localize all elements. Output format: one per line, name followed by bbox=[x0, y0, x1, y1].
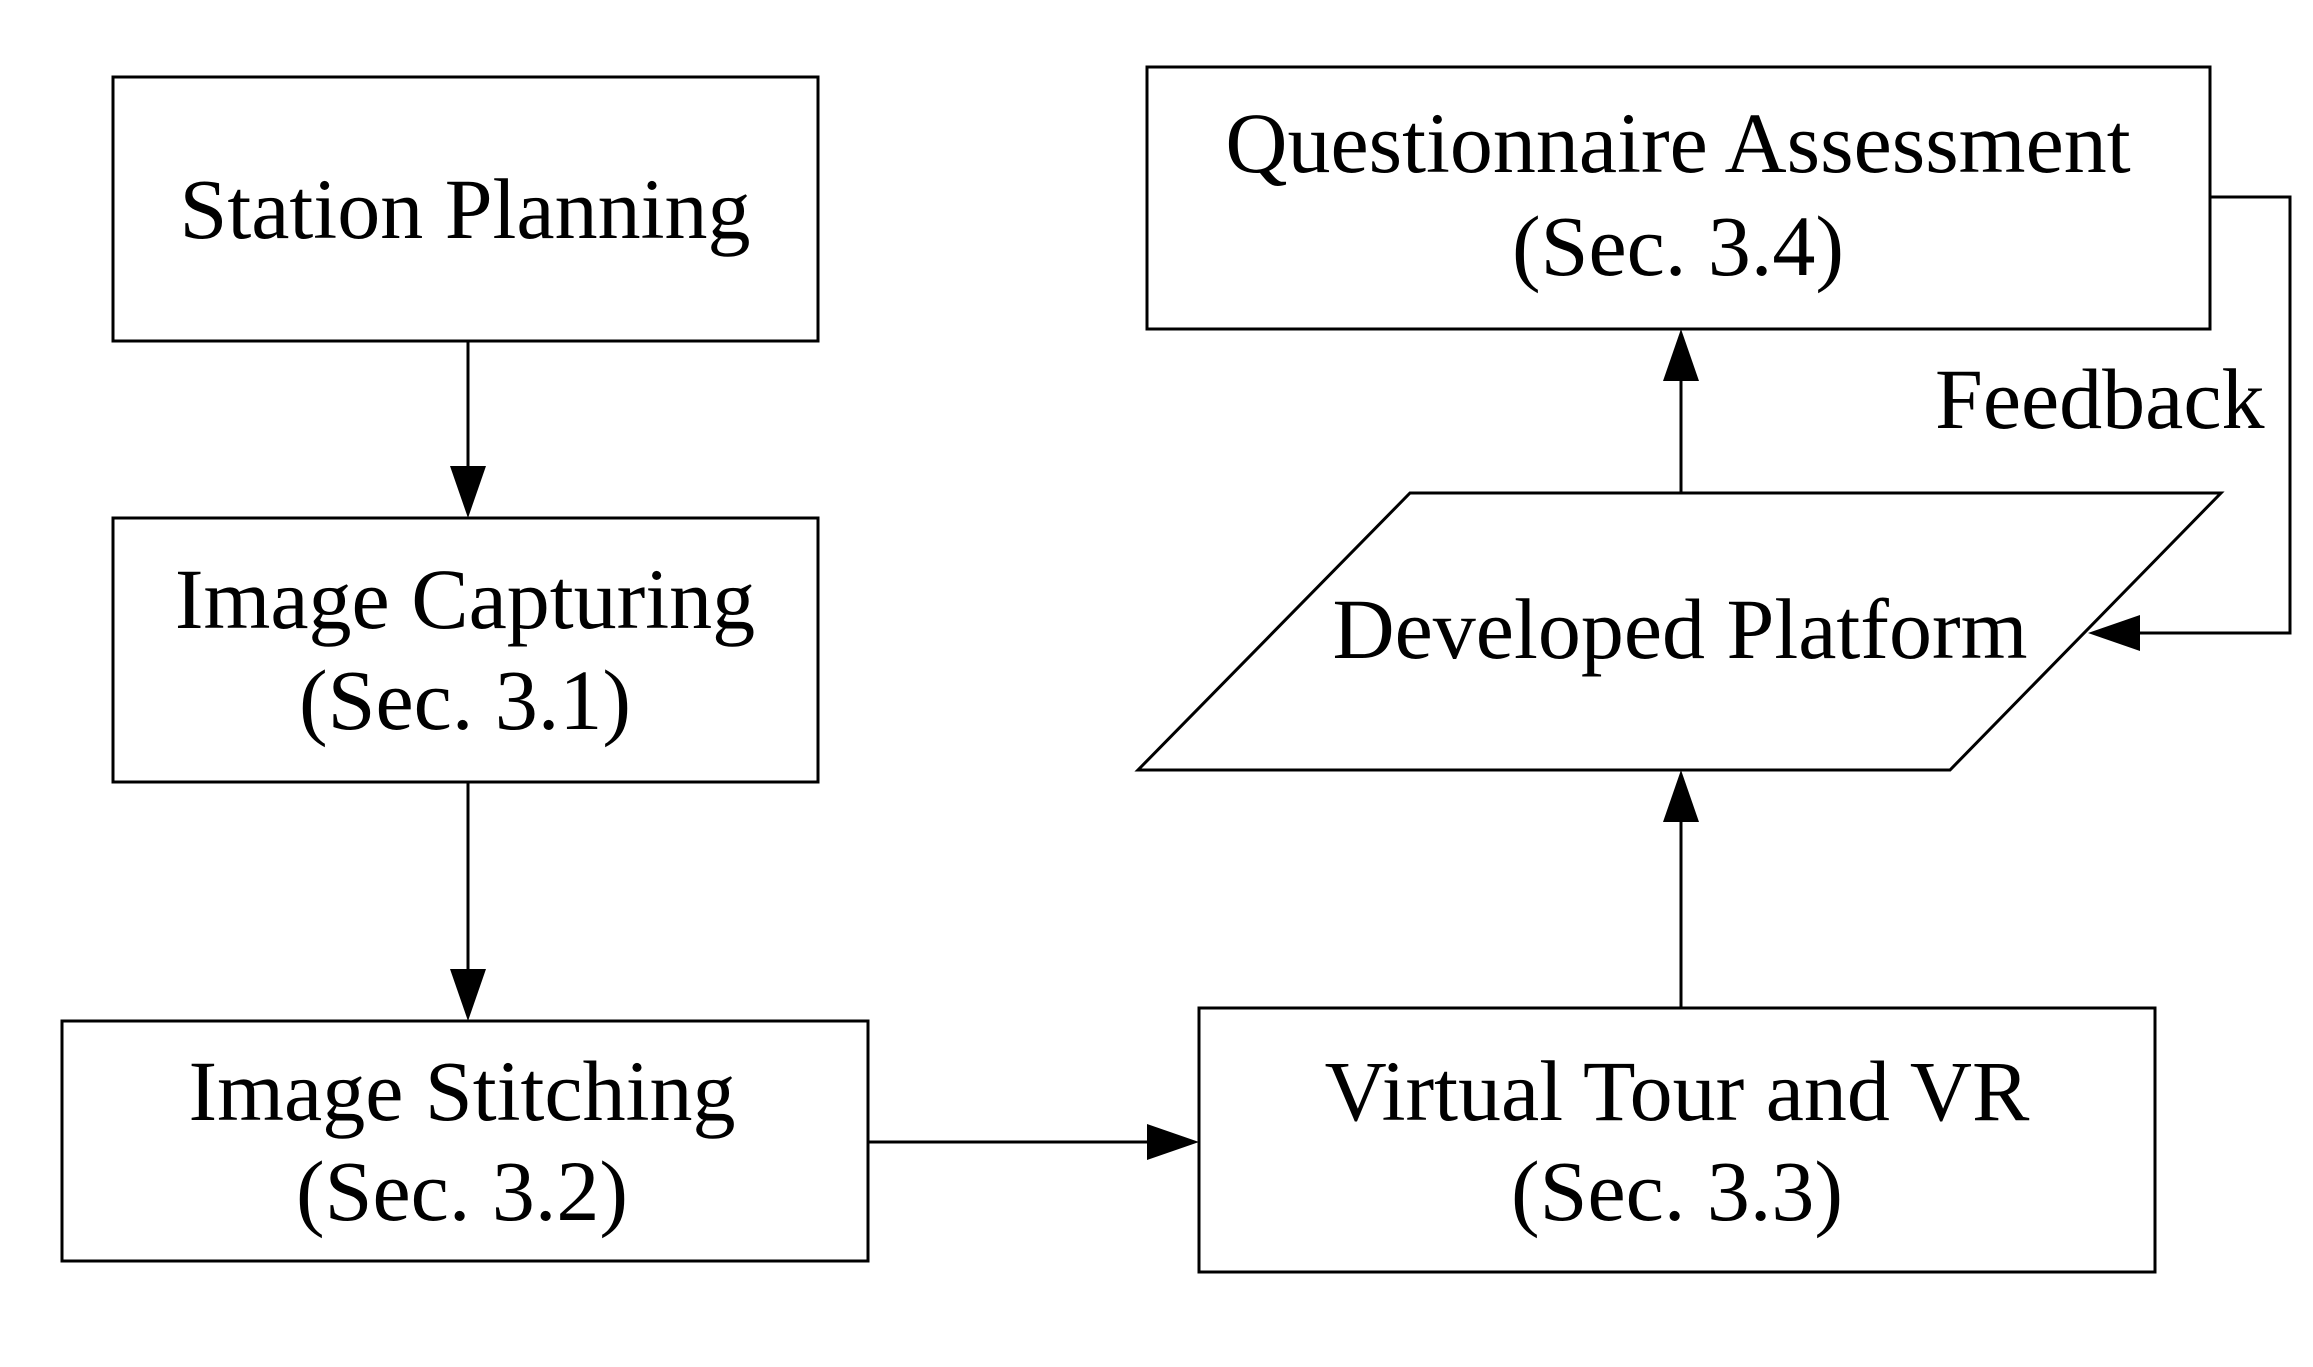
image-stitching-label: Image Stitching bbox=[189, 1043, 736, 1139]
questionnaire-section: (Sec. 3.4) bbox=[1512, 198, 1844, 294]
arrow-platform-to-questionnaire bbox=[1663, 329, 1699, 493]
arrow-virtual-tour-to-platform bbox=[1663, 770, 1699, 1008]
virtual-tour-label: Virtual Tour and VR bbox=[1325, 1043, 2030, 1139]
image-capturing-section: (Sec. 3.1) bbox=[299, 652, 631, 748]
node-developed-platform: Developed Platform bbox=[1134, 491, 2225, 772]
arrow-station-to-capturing bbox=[450, 341, 486, 518]
questionnaire-label: Questionnaire Assessment bbox=[1225, 95, 2130, 191]
node-image-stitching: Image Stitching (Sec. 3.2) bbox=[60, 1019, 870, 1263]
station-planning-label: Station Planning bbox=[180, 161, 751, 257]
feedback-label: Feedback bbox=[1935, 351, 2265, 447]
virtual-tour-section: (Sec. 3.3) bbox=[1511, 1143, 1843, 1239]
image-capturing-label: Image Capturing bbox=[175, 551, 755, 647]
node-image-capturing: Image Capturing (Sec. 3.1) bbox=[111, 516, 820, 784]
node-questionnaire: Questionnaire Assessment (Sec. 3.4) bbox=[1145, 65, 2212, 331]
arrow-feedback-loop bbox=[2088, 195, 2292, 651]
developed-platform-label: Developed Platform bbox=[1333, 581, 2028, 677]
arrow-capturing-to-stitching bbox=[450, 782, 486, 1021]
arrow-stitching-to-virtual-tour bbox=[868, 1124, 1199, 1160]
node-station-planning: Station Planning bbox=[111, 75, 820, 343]
node-virtual-tour: Virtual Tour and VR (Sec. 3.3) bbox=[1197, 1006, 2157, 1274]
image-stitching-section: (Sec. 3.2) bbox=[296, 1143, 628, 1239]
